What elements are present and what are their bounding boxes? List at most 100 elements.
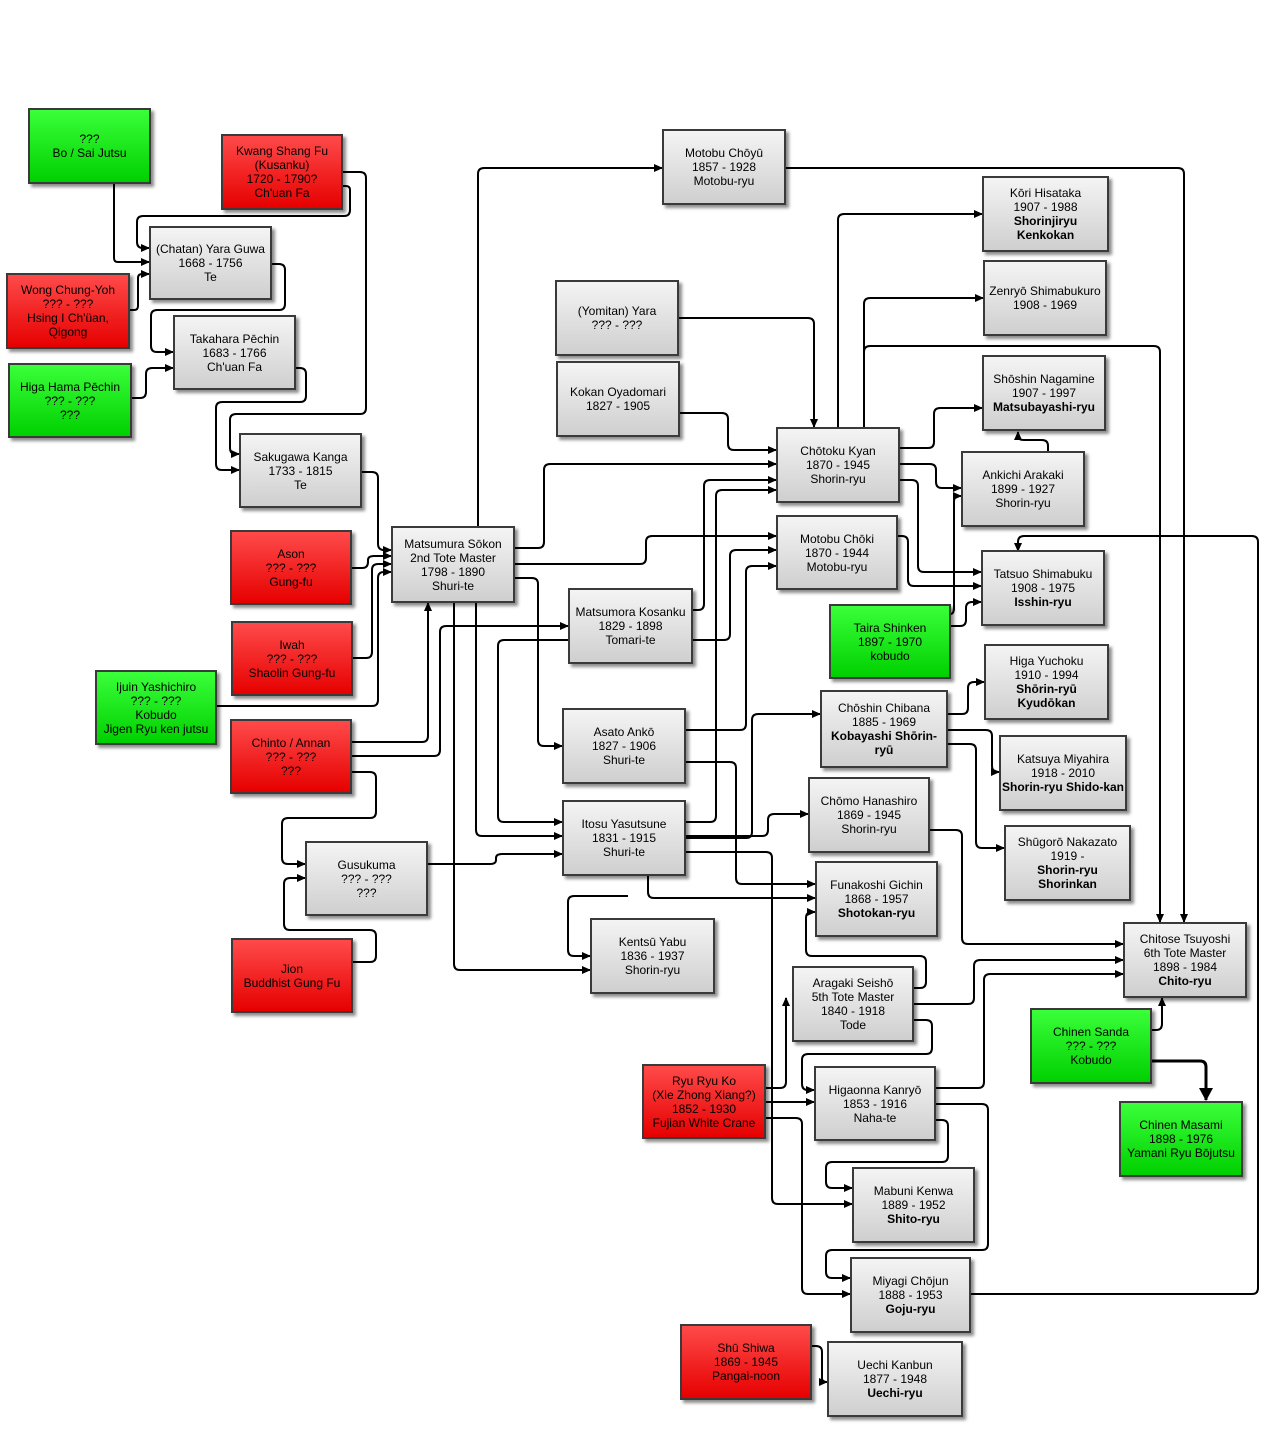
edge xyxy=(428,850,563,865)
node-text-line: Kyudōkan xyxy=(1017,696,1076,710)
node-text-line: ??? - ??? xyxy=(265,560,317,575)
node-text-line: Chinen Sanda xyxy=(1052,1025,1130,1039)
node-text-line: ??? - ??? xyxy=(266,651,318,666)
node-text-line: Shorin-ryu xyxy=(995,496,1051,510)
node-text-line: Chinen Masami xyxy=(1139,1118,1223,1132)
node-text-line: Wong Chung-Yoh xyxy=(20,283,116,297)
edge xyxy=(686,761,816,888)
edge xyxy=(281,771,377,868)
edge xyxy=(497,639,568,826)
edge xyxy=(825,1103,989,1282)
node-text-line: ??? xyxy=(79,132,100,146)
node-text-line: Miyagi Chōjun xyxy=(872,1274,949,1288)
node-text-line: 6th Tote Master xyxy=(1143,946,1227,960)
edge xyxy=(971,535,1259,1295)
node-text-line: Fujian White Crane xyxy=(652,1115,756,1130)
node-text-line: 1831 - 1915 xyxy=(591,831,657,845)
edge xyxy=(693,476,777,611)
node-text-line: (Yomitan) Yara xyxy=(577,304,657,318)
edge xyxy=(936,970,1124,1089)
node-text-line: Ankichi Arakaki xyxy=(982,468,1064,482)
edge xyxy=(948,678,985,715)
node-text-line: Shorin-ryu xyxy=(624,963,681,977)
edge xyxy=(805,908,927,989)
node-text-line: 1827 - 1905 xyxy=(585,399,651,413)
node-text-line: Pangai-noon xyxy=(711,1369,781,1383)
node-text-line: Tomari-te xyxy=(605,633,656,647)
node-chinen-sanda: Chinen Sanda??? - ???Kobudo xyxy=(1030,1008,1152,1084)
edge xyxy=(686,486,777,823)
edge xyxy=(353,560,392,659)
node-text-line: (Kusanku) xyxy=(254,158,310,172)
node-text-line: Itosu Yasutsune xyxy=(581,817,667,831)
node-text-line: Ason xyxy=(277,546,305,561)
node-text-line: Ch'uan Fa xyxy=(207,359,262,374)
node-text-line: Gung-fu xyxy=(269,574,313,589)
node-text-line: Takahara Pēchin xyxy=(189,331,280,346)
edge xyxy=(900,463,962,492)
node-text-line: Ryu Ryu Ko xyxy=(671,1073,737,1088)
node-text-line: 1853 - 1916 xyxy=(842,1096,908,1111)
node-text-line: Te xyxy=(204,270,217,284)
edge xyxy=(948,743,1005,852)
node-text-line: Shuri-te xyxy=(431,578,475,593)
edge xyxy=(837,210,983,427)
node-text-line: Iwah xyxy=(279,637,305,652)
node-text-line: 1898 - 1984 xyxy=(1152,960,1218,974)
node-text-line: Taira Shinken xyxy=(853,620,927,635)
node-text-line: Funakoshi Gichin xyxy=(830,878,923,892)
node-text-line: Kōri Hisataka xyxy=(1009,186,1082,200)
node-text-line: Motobu Chōki xyxy=(799,531,875,546)
edge xyxy=(567,895,628,960)
node-text-line: 1720 - 1790? xyxy=(246,172,318,186)
node-text-line: Katsuya Miyahira xyxy=(1016,752,1110,766)
node-text-line: Higa Yuchoku xyxy=(1009,654,1084,668)
edge xyxy=(686,851,853,1208)
node-text-line: 1668 - 1756 xyxy=(178,256,243,270)
edge xyxy=(515,532,777,565)
node-text-line: Te xyxy=(294,477,307,492)
node-text-line: Chito-ryu xyxy=(1158,974,1212,988)
edge xyxy=(801,1019,933,1094)
edge xyxy=(515,577,563,750)
node-text-line: Shito-ryu xyxy=(887,1212,940,1226)
node-text-line: ??? - ??? xyxy=(265,749,317,764)
edge xyxy=(812,1345,828,1386)
node-text-line: 1888 - 1953 xyxy=(878,1288,943,1302)
node-text-line: 1907 - 1988 xyxy=(1013,200,1078,214)
node-text-line: Tatsuo Shimabuku xyxy=(993,567,1093,581)
node-text-line: 1733 - 1815 xyxy=(268,463,333,478)
node-text-line: 1899 - 1927 xyxy=(990,482,1056,496)
node-text-line: ??? xyxy=(356,885,377,900)
node-text-line: 1918 - 2010 xyxy=(1030,766,1096,780)
node-text-line: Shorin-ryu Shido-kan xyxy=(1002,780,1125,794)
edge xyxy=(948,729,1000,776)
node-ason: Ason??? - ???Gung-fu xyxy=(230,530,352,605)
node-text-line: ??? - ??? xyxy=(130,693,182,708)
node-text-line: 1829 - 1898 xyxy=(598,619,663,633)
node-text-line: Mabuni Kenwa xyxy=(873,1184,954,1198)
node-text-line: Kwang Shang Fu xyxy=(235,144,329,158)
node-text-line: Ijuin Yashichiro xyxy=(115,679,197,694)
edge xyxy=(477,164,663,526)
node-text-line: Uechi-ryu xyxy=(867,1386,923,1400)
node-text-line: ??? - ??? xyxy=(591,318,643,332)
